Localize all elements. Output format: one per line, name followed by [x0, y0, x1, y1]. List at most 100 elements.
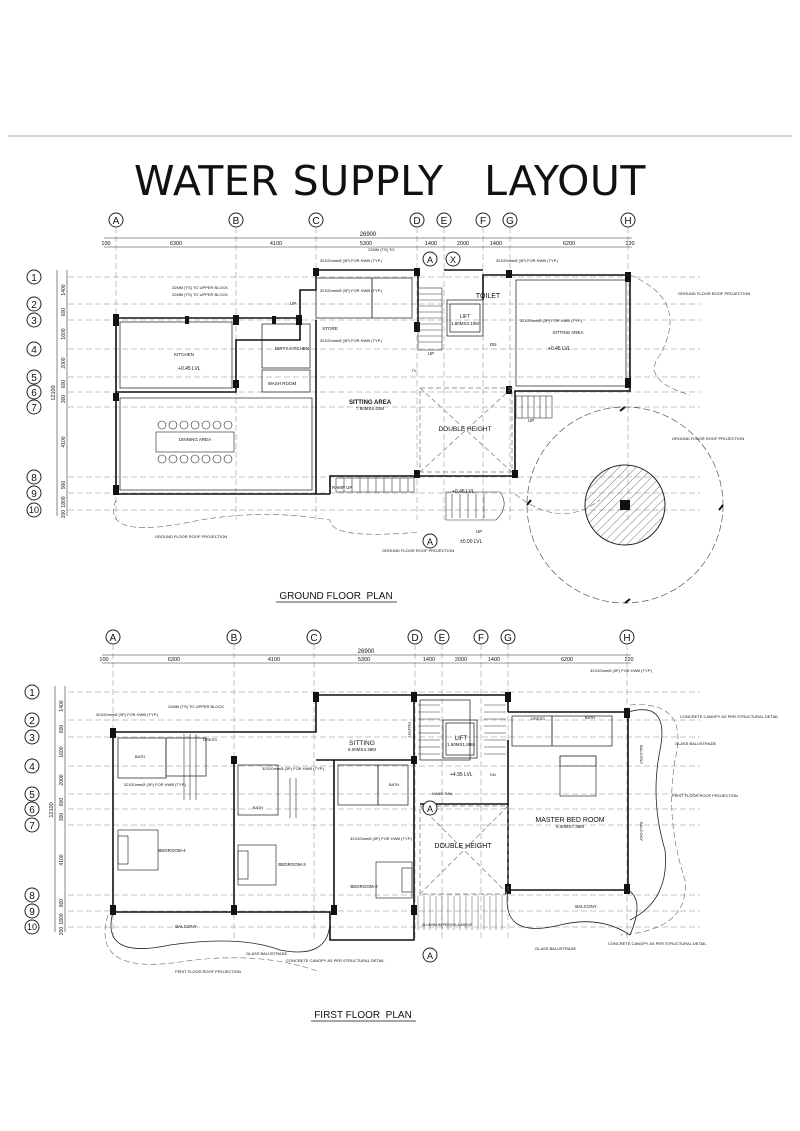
section-marker-a-first: A [422, 947, 438, 963]
room-bedroom-2: BEDROOM-2 [350, 884, 378, 889]
grid-bubble-c: C [306, 629, 322, 645]
room-dress-1: DRESS [203, 737, 217, 742]
svg-text:9: 9 [29, 907, 35, 918]
label-glass-2: GLASS BALUSTRADE [535, 946, 576, 951]
svg-text:300: 300 [61, 395, 67, 404]
svg-text:H: H [624, 216, 631, 227]
first-grid-lines [68, 644, 700, 940]
label-roof-proj-1: FIRST FLOOR ROOF PROJECTION [175, 969, 241, 974]
svg-text:G: G [506, 216, 514, 227]
svg-text:G: G [504, 633, 512, 644]
label-up-4: UP [476, 529, 482, 534]
first-dimension-string: 26900 100 6300 4100 5300 1400 2000 1400 … [99, 649, 634, 664]
label-hand-rail: HAND RAIL [432, 791, 454, 796]
grid-bubble-d: D [409, 212, 425, 228]
svg-text:2000: 2000 [455, 657, 467, 663]
svg-text:2: 2 [31, 300, 37, 311]
svg-text:200: 200 [59, 927, 65, 936]
label-glass-3: GLASS BALUSTRADE [675, 741, 716, 746]
svg-text:E: E [439, 633, 446, 644]
svg-text:1400: 1400 [488, 657, 500, 663]
label-roof-proj-2: FIRST FLOOR ROOF PROJECTION [672, 793, 738, 798]
svg-text:120: 120 [624, 657, 633, 663]
svg-text:1: 1 [31, 273, 37, 284]
room-wash-room: WASH ROOM [268, 381, 297, 386]
grid-bubble-3: 3 [26, 312, 42, 328]
ground-columns [113, 268, 631, 495]
gazebo [526, 406, 724, 604]
svg-text:F: F [480, 216, 486, 227]
ground-dimension-string: 26900 100 6300 4100 5300 1400 2000 1400 … [101, 232, 635, 248]
ground-grid-numbers: 1 2 3 4 5 6 7 8 9 10 [26, 269, 42, 518]
room-master-bed: MASTER BED ROOM [535, 817, 604, 824]
svg-text:A: A [110, 633, 117, 644]
svg-text:5300: 5300 [360, 241, 372, 247]
room-tv: TV [411, 368, 416, 373]
label-dn: DN [490, 342, 497, 347]
first-roof-projection [104, 704, 686, 973]
grid-bubble-a: A [105, 629, 121, 645]
room-bath-1: BATH [135, 754, 145, 759]
grid-bubble-1: 1 [26, 269, 42, 285]
grid-bubble-b: B [228, 212, 244, 228]
svg-text:1: 1 [29, 688, 35, 699]
grid-bubble-2: 2 [24, 712, 40, 728]
svg-text:C: C [310, 633, 317, 644]
label-roof-proj-4: GROUND FLOOR ROOF PROJECTION [382, 548, 454, 553]
svg-text:900: 900 [61, 481, 67, 490]
grid-bubble-h: H [620, 212, 636, 228]
room-store: STORE [322, 326, 337, 331]
grid-bubble-5: 5 [26, 369, 42, 385]
label-roof-proj-2: GROUND FLOOR ROOF PROJECTION [672, 436, 744, 441]
label-upper-block-1: 22MM (TS) TO UPPER BLOCK [172, 285, 228, 290]
ground-grid-letters: A B C D E F G H [108, 212, 636, 228]
room-sitting-size: 6.00MX4.38M [348, 747, 376, 752]
svg-text:1400: 1400 [423, 657, 435, 663]
svg-text:8: 8 [29, 891, 35, 902]
overall-depth-dim: 12100 [51, 385, 57, 400]
label-ramp-up: RAMP UP [332, 485, 352, 490]
svg-text:26900: 26900 [358, 649, 375, 655]
ground-floor-caption: GROUND FLOOR PLAN [279, 591, 392, 602]
dining-table [155, 431, 235, 453]
room-bedroom-3: BEDROOM-3 [278, 862, 306, 867]
room-pantry: PANTRY [407, 722, 412, 738]
label-dia-4: 32X20mmØ (3P) FOR HWB (TYP.) [496, 258, 559, 263]
first-balconies [110, 709, 666, 953]
svg-text:D: D [411, 633, 418, 644]
svg-text:6: 6 [29, 805, 35, 816]
label-canopy-3: CONCRETE CANOPY AS PER STRUCTURAL DETAIL [680, 714, 779, 719]
svg-text:A: A [427, 951, 433, 961]
svg-text:4: 4 [31, 345, 37, 356]
svg-text:600: 600 [61, 380, 67, 389]
level-entrance: +0.45 LVL [452, 489, 475, 495]
grid-bubble-6: 6 [24, 801, 40, 817]
room-sitting-area-size: 7.80MX5.42M [356, 406, 384, 411]
grid-bubble-a: A [108, 212, 124, 228]
grid-bubble-10: 10 [26, 502, 42, 518]
balcony-1: BALCONY [175, 924, 197, 929]
svg-text:B: B [231, 633, 238, 644]
svg-text:A: A [427, 255, 433, 265]
svg-text:10: 10 [27, 922, 37, 932]
svg-text:8: 8 [31, 473, 37, 484]
dining-chairs [157, 420, 233, 464]
overall-width-dim: 26900 [360, 232, 377, 238]
svg-text:900: 900 [59, 899, 65, 908]
label-up-1: UP [290, 301, 296, 306]
svg-text:4100: 4100 [268, 657, 280, 663]
svg-text:5300: 5300 [358, 657, 370, 663]
ground-walls [115, 269, 631, 495]
label-roof-proj-3: GROUND FLOOR ROOF PROJECTION [155, 534, 227, 539]
svg-text:600: 600 [61, 308, 67, 317]
section-marker-a-top: A [422, 251, 438, 267]
svg-text:1600: 1600 [61, 328, 67, 339]
svg-text:6: 6 [31, 388, 37, 399]
svg-text:9: 9 [31, 489, 37, 500]
svg-text:4100: 4100 [59, 854, 65, 865]
label-dia-2: 32X20mmØ (3P) FOR HWB (TYP.) [320, 288, 383, 293]
label-dn: DN [490, 772, 496, 777]
grid-bubble-3: 3 [24, 729, 40, 745]
svg-text:1400: 1400 [425, 241, 437, 247]
